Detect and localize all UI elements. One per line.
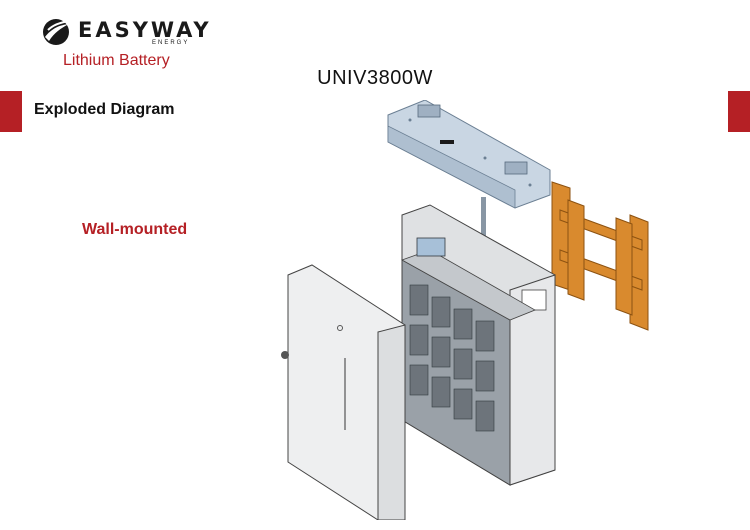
product-line: Lithium Battery — [63, 52, 170, 69]
right-red-tab — [728, 91, 750, 132]
mount-type-label: Wall-mounted — [82, 221, 188, 238]
battery-cabinet — [401, 204, 556, 486]
section-title: Exploded Diagram — [34, 101, 175, 118]
easyway-logo: EASYWAY ENERGY — [40, 16, 209, 50]
brand-name: EASYWAY — [78, 18, 212, 42]
model-title: UNIV3800W — [317, 67, 433, 89]
wall-bracket — [551, 181, 649, 331]
front-door — [281, 264, 406, 520]
brand-subtitle: ENERGY — [152, 40, 190, 46]
top-cover — [387, 100, 551, 209]
swoosh-globe-icon — [43, 19, 71, 45]
left-red-tab — [0, 91, 22, 132]
exploded-diagram — [281, 100, 649, 520]
